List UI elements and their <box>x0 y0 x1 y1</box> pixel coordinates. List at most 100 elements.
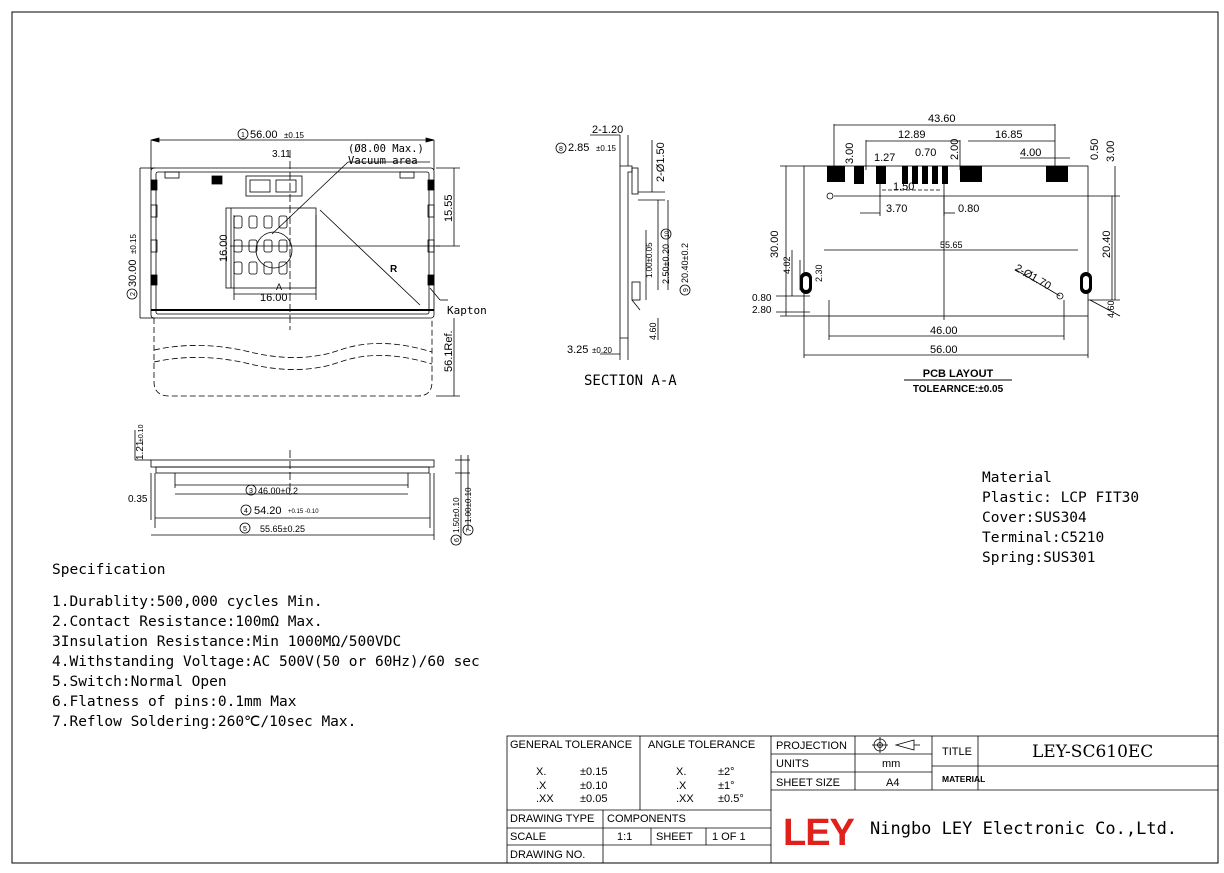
dim-150-pcb: 1.50 <box>893 181 914 193</box>
ref-circle <box>239 522 251 534</box>
ref-circle <box>679 284 691 296</box>
section-title: SECTION A-A <box>584 373 677 389</box>
dim-1289: 12.89 <box>898 129 926 141</box>
ref-circle <box>450 534 462 546</box>
material-label: MATERIAL <box>942 774 985 784</box>
ref-number: 3 <box>249 488 253 495</box>
dim-2040-pcb: 20.40 <box>1101 230 1113 258</box>
dim-5565-pcb: 55.65 <box>940 240 963 250</box>
dim-460-section: 4.60 <box>648 322 658 340</box>
dim-121: 1.21 <box>135 440 146 460</box>
spec-line: 7.Reflow Soldering:260℃/10sec Max. <box>52 714 357 730</box>
ref-number: 9 <box>683 288 690 292</box>
ref-number: 6 <box>454 538 461 542</box>
dim-5420: 54.20 <box>254 505 282 517</box>
top-view-labels: 1 56.00 ±0.15 3.11 (Ø8.00 Max.) Vacuum a… <box>126 128 487 372</box>
dim-2-150: 2-Ø1.50 <box>655 142 667 182</box>
dim-2-170: 2-Ø1.70 <box>1013 262 1053 292</box>
material-line: Cover:SUS304 <box>982 510 1087 526</box>
pcb-pads <box>800 166 1092 294</box>
dim-16-vertical: 16.00 <box>218 234 230 262</box>
title-block-text: GENERAL TOLERANCE ANGLE TOLERANCE X. ±0.… <box>510 739 1177 861</box>
section-view-labels: 2-1.20 8 2.85 ±0.15 2-Ø1.50 9 20.40±0.2 … <box>555 124 691 389</box>
dim-402: 4.02 <box>782 256 792 274</box>
dim-035: 0.35 <box>128 494 148 505</box>
dim-width: 56.00 <box>250 129 278 141</box>
ang-tol-value: ±1° <box>718 780 735 792</box>
dim-3000: 30.00 <box>769 230 781 258</box>
dim-width-tol: ±0.15 <box>284 131 305 140</box>
ref-circle <box>462 524 474 536</box>
dim-1555: 15.55 <box>443 194 455 222</box>
dim-400: 4.00 <box>1020 147 1041 159</box>
dim-070: 0.70 <box>915 147 936 159</box>
dim-285-tol: ±0.15 <box>596 144 617 153</box>
dim-300-left: 3.00 <box>844 143 856 164</box>
vacuum-label: Vacuum area <box>348 155 418 167</box>
sheet-label: SHEET <box>656 831 693 843</box>
dim-250: 2.50±0.20 <box>661 244 671 284</box>
company-name: Ningbo LEY Electronic Co.,Ltd. <box>870 819 1177 839</box>
projection-label: PROJECTION <box>776 740 847 752</box>
title-block <box>506 735 1219 864</box>
ref-number: 7 <box>466 528 473 532</box>
pcb-tolerance: TOLEARNCE:±0.05 <box>913 384 1004 395</box>
ang-tol-key: .XX <box>676 793 694 805</box>
gen-tol-value: ±0.15 <box>580 766 607 778</box>
sheet-size-label: SHEET SIZE <box>776 777 840 789</box>
drawing-type-value: COMPONENTS <box>607 813 686 825</box>
dim-4600: 46.00±0.2 <box>258 486 298 496</box>
dim-200: 2.00 <box>949 139 961 160</box>
dim-150: 1.50±0.10 <box>452 497 461 533</box>
kapton-label: Kapton <box>447 304 487 317</box>
material-block: Material Plastic: LCP FIT30 Cover:SUS304… <box>982 468 1139 568</box>
gen-tol-key: .X <box>536 780 547 792</box>
gen-tol-key: .XX <box>536 793 554 805</box>
top-view <box>139 137 460 397</box>
dim-325: 3.25 <box>567 344 588 356</box>
spec-line: 2.Contact Resistance:100mΩ Max. <box>52 614 323 630</box>
section-mark-a: A <box>276 282 282 292</box>
ang-tol-key: X. <box>676 766 686 778</box>
spec-line: 1.Durablity:500,000 cycles Min. <box>52 594 323 610</box>
sheet-value: 1 OF 1 <box>712 831 746 843</box>
dim-311: 3.11 <box>272 149 291 160</box>
ref-circle <box>660 228 672 240</box>
ref-circle <box>555 142 567 154</box>
ang-tol-value: ±2° <box>718 766 735 778</box>
ref-number: 8 <box>559 146 563 153</box>
ref-number: 5 <box>243 526 247 533</box>
specification-block: Specification 1.Durablity:500,000 cycles… <box>52 560 480 732</box>
side-view <box>134 430 470 540</box>
gen-tol-value: ±0.10 <box>580 780 607 792</box>
dim-460-pcb: 4.60 <box>1106 300 1116 318</box>
company-logo: LEY <box>783 812 855 854</box>
spec-line: 3Insulation Resistance:Min 1000MΩ/500VDC <box>52 634 402 650</box>
scale-label: SCALE <box>510 831 546 843</box>
units-label: UNITS <box>776 758 809 770</box>
ref-number: 2 <box>130 292 137 296</box>
angle-tolerance-label: ANGLE TOLERANCE <box>648 739 755 751</box>
dim-56-ref: 56.1Ref. <box>443 330 455 372</box>
ref-circle <box>237 128 249 140</box>
spec-line: 6.Flatness of pins:0.1mm Max <box>52 694 297 710</box>
projection-symbol <box>872 737 920 753</box>
spec-line: 4.Withstanding Voltage:AC 500V(50 or 60H… <box>52 654 480 670</box>
dim-vacuum: (Ø8.00 Max.) <box>348 143 424 155</box>
dim-100: 1.00±0.10 <box>464 487 473 523</box>
mark-r: R <box>390 264 398 275</box>
dim-285: 2.85 <box>568 142 589 154</box>
dim-1685: 16.85 <box>995 129 1023 141</box>
pcb-pad-holes <box>803 276 1089 290</box>
side-view-labels: 1.21 ±0.10 0.35 3 46.00±0.2 4 54.20 +0.1… <box>128 424 474 546</box>
dim-4360: 43.60 <box>928 113 956 125</box>
dim-5600-pcb: 56.00 <box>930 344 958 356</box>
sheet-size-value: A4 <box>886 777 899 789</box>
drawing-type-label: DRAWING TYPE <box>510 813 594 825</box>
section-view <box>590 134 669 360</box>
material-line: Terminal:C5210 <box>982 530 1105 546</box>
dim-height: 30.00 <box>127 259 139 287</box>
ang-tol-key: .X <box>676 780 687 792</box>
dim-2-120: 2-1.20 <box>592 124 623 136</box>
general-tolerance-label: GENERAL TOLERANCE <box>510 739 632 751</box>
